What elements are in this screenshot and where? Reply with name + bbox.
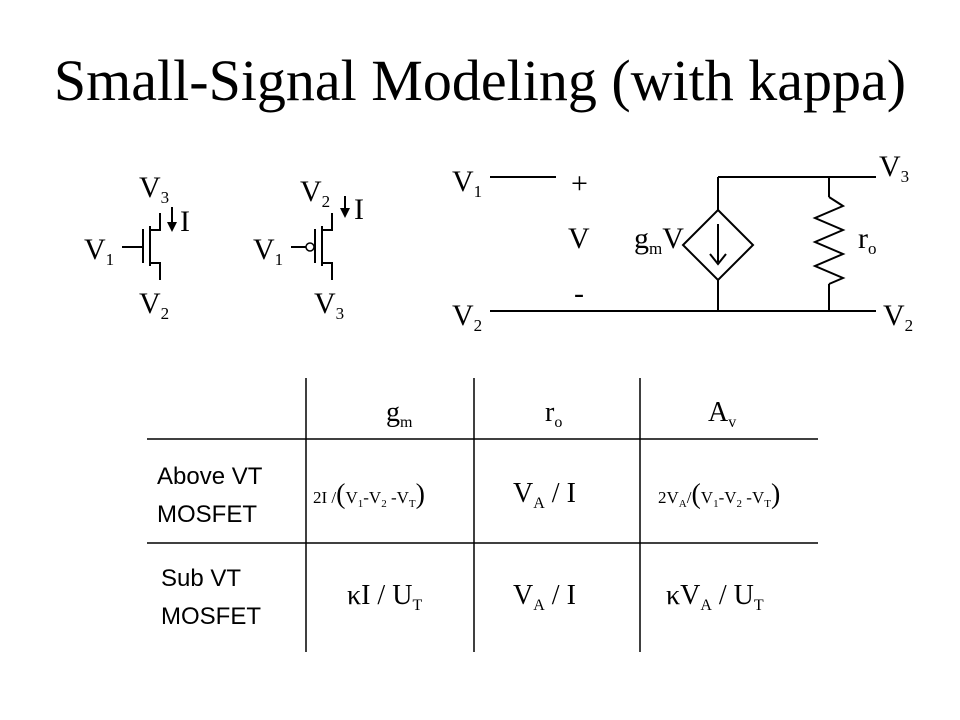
parameter-table-grid bbox=[147, 378, 818, 652]
row-label-sub-line2: MOSFET bbox=[161, 603, 261, 630]
pmos-current-arrow-head bbox=[340, 208, 350, 218]
nmos-drain-lead bbox=[150, 213, 161, 231]
output-top-label: V3 bbox=[879, 150, 909, 186]
pmos-current-label: I bbox=[354, 193, 364, 226]
pmos-gate-bubble bbox=[305, 242, 315, 252]
ro-resistor-icon bbox=[812, 196, 846, 285]
nmos-current-label: I bbox=[180, 205, 190, 238]
row-label-above-line1: Above VT bbox=[157, 463, 263, 490]
v-label: V bbox=[568, 222, 590, 255]
header-gm: gm bbox=[386, 397, 413, 431]
cell-sub-ro: VA / I bbox=[513, 580, 576, 614]
source-arrow-head bbox=[709, 253, 727, 266]
v-plus-sign: + bbox=[571, 167, 588, 200]
cell-above-gm: 2I /(V1-V2 -VT) bbox=[313, 479, 425, 510]
nmos-current-arrow-head bbox=[167, 222, 177, 232]
input-bottom-label: V2 bbox=[452, 299, 482, 335]
nmos-gate-label: V1 bbox=[84, 233, 114, 269]
header-ro: ro bbox=[545, 397, 562, 431]
pmos-bottom-lead bbox=[322, 262, 333, 280]
cell-sub-av: κVA / UT bbox=[666, 580, 764, 614]
page-title: Small-Signal Modeling (with kappa) bbox=[53, 48, 907, 113]
row-label-sub-line1: Sub VT bbox=[161, 565, 241, 592]
nmos-source-lead bbox=[150, 262, 161, 280]
ro-label: ro bbox=[858, 222, 877, 258]
input-top-label: V1 bbox=[452, 165, 482, 201]
header-av: Av bbox=[708, 397, 736, 431]
cell-above-ro: VA / I bbox=[513, 478, 576, 512]
pmos-bottom-label: V3 bbox=[314, 287, 344, 323]
pmos-symbol bbox=[291, 196, 350, 280]
nmos-drain-label: V3 bbox=[139, 171, 169, 207]
output-bottom-label: V2 bbox=[883, 299, 913, 335]
v-minus-sign: - bbox=[574, 277, 584, 310]
nmos-symbol bbox=[122, 207, 177, 280]
nmos-source-label: V2 bbox=[139, 287, 169, 323]
cell-sub-gm: κI / UT bbox=[347, 580, 422, 614]
cell-above-av: 2VA/(V1-V2 -VT) bbox=[658, 479, 780, 510]
pmos-top-lead bbox=[322, 213, 333, 231]
dependent-current-source bbox=[681, 208, 755, 282]
small-signal-model bbox=[490, 176, 876, 312]
pmos-gate-label: V1 bbox=[253, 233, 283, 269]
row-label-above-line2: MOSFET bbox=[157, 501, 257, 528]
gm-v-label: gmV bbox=[634, 222, 684, 258]
pmos-top-label: V2 bbox=[300, 175, 330, 211]
